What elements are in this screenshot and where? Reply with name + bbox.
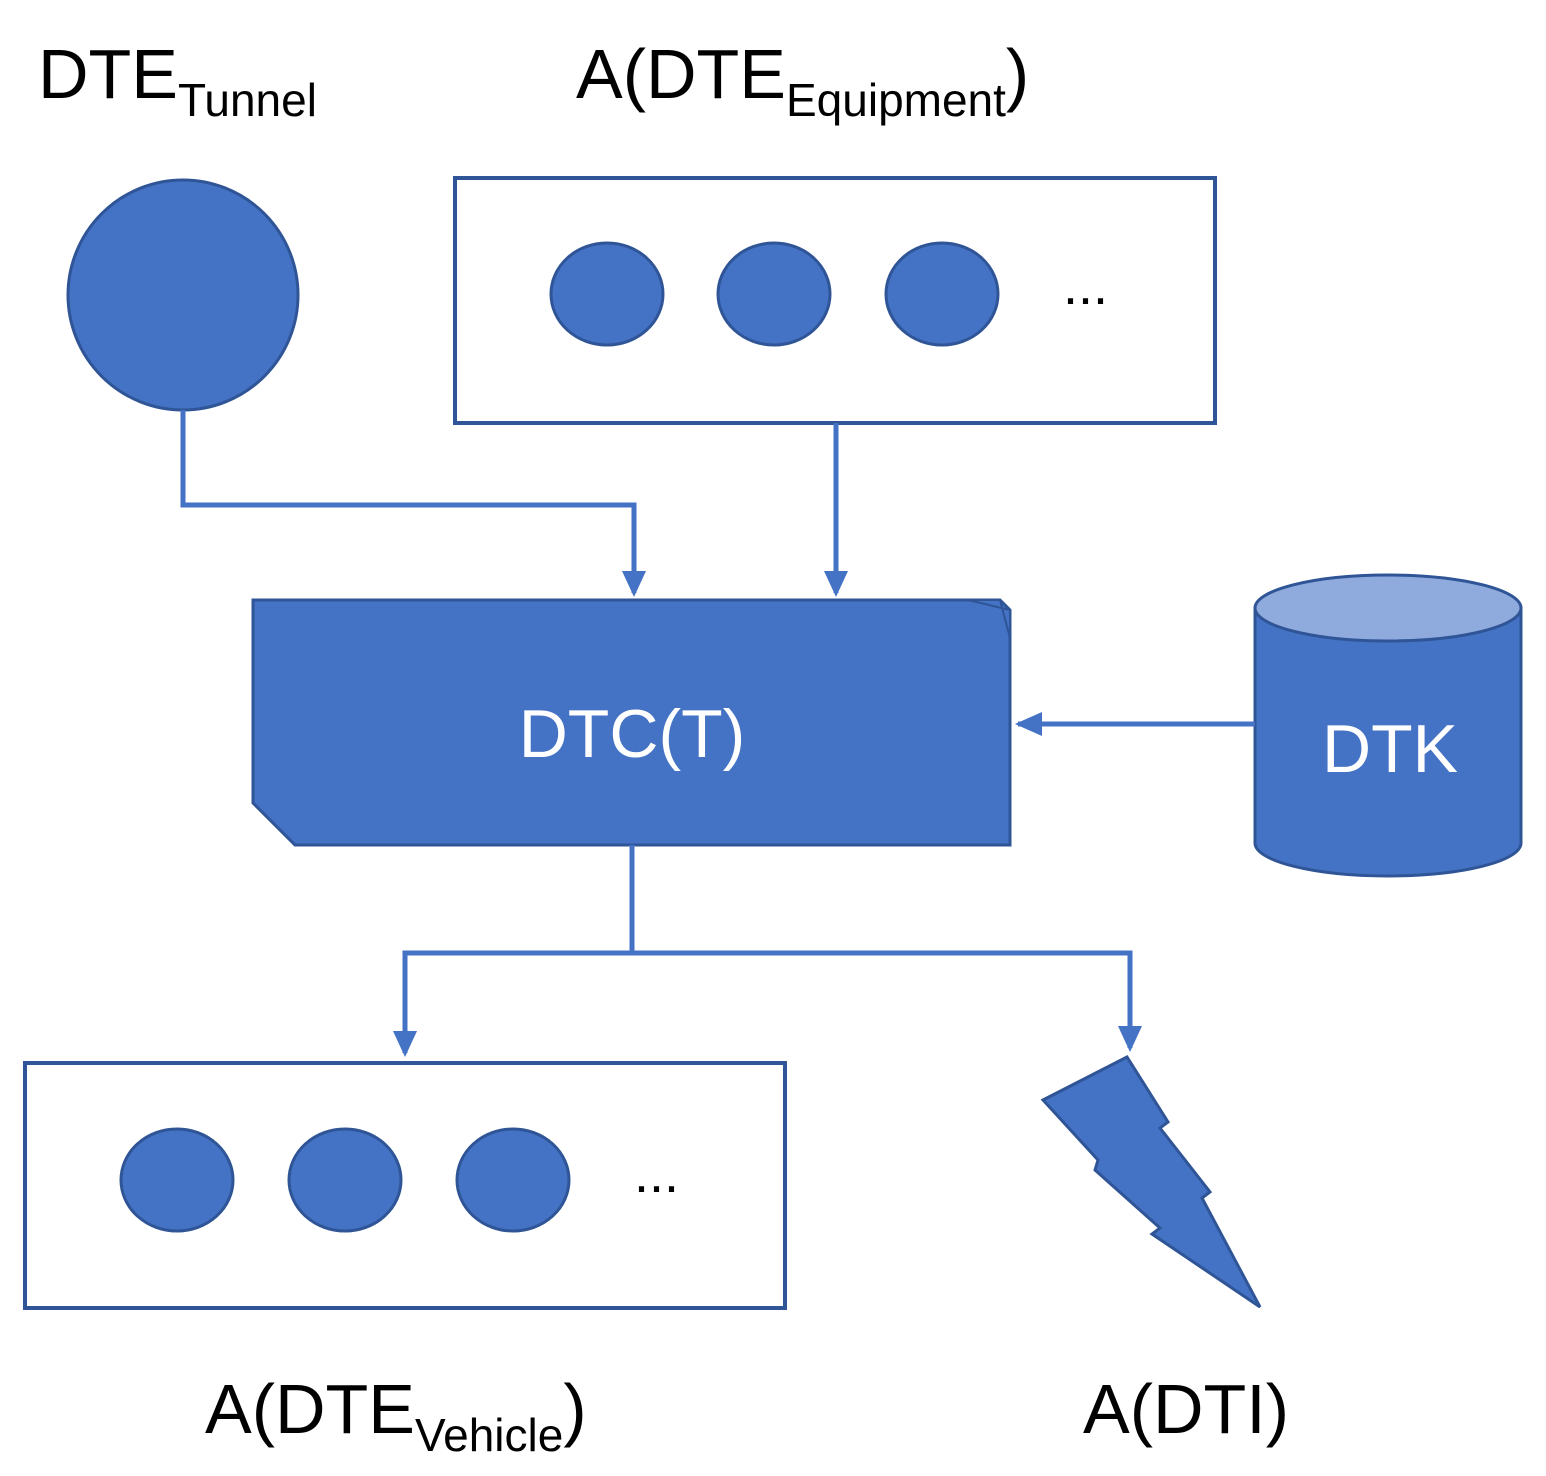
- arrowhead-dtc-to-vehicle: [393, 1031, 417, 1057]
- equipment-ellipsis: ...: [1063, 256, 1108, 316]
- dti-lightning-bolt: [1040, 1055, 1262, 1309]
- vehicle-label-subscript: Vehicle: [415, 1409, 563, 1461]
- equipment-node-2: [716, 241, 832, 347]
- vehicle-node-3: [455, 1127, 571, 1233]
- dti-label: A(DTI): [1083, 1370, 1289, 1448]
- dtc-corner-top-right: [967, 599, 1011, 639]
- arrowhead-equipment-to-dtc: [824, 571, 848, 597]
- equipment-label-prefix: A(DTE: [576, 35, 786, 113]
- equipment-label-subscript: Equipment: [786, 74, 1006, 126]
- connector-dtc-to-vehicle: [402, 950, 632, 1053]
- arrowhead-dtk-to-dtc: [1015, 712, 1042, 736]
- arrowhead-dtc-to-dti: [1118, 1026, 1142, 1052]
- dtk-cylinder-body: [1253, 606, 1523, 878]
- dtk-cylinder-top: [1253, 573, 1523, 643]
- vehicle-label-suffix: ): [563, 1370, 586, 1448]
- dtk-label: DTK: [1322, 711, 1458, 787]
- vehicle-node-1: [119, 1127, 235, 1233]
- dtc-label: DTC(T): [519, 696, 746, 772]
- equipment-label-suffix: ): [1006, 35, 1029, 113]
- equipment-label: A(DTEEquipment): [576, 35, 1029, 126]
- tunnel-label-main: DTE: [38, 35, 178, 113]
- equipment-node-1: [549, 241, 665, 347]
- vehicle-node-2: [287, 1127, 403, 1233]
- vehicle-label: A(DTEVehicle): [205, 1370, 587, 1461]
- connector-dtc-to-dti: [632, 950, 1133, 1048]
- vehicle-ellipsis: ...: [634, 1144, 679, 1204]
- tunnel-label: DTETunnel: [38, 35, 317, 126]
- equipment-node-3: [884, 241, 1000, 347]
- vehicle-label-prefix: A(DTE: [205, 1370, 415, 1448]
- vehicle-container: [23, 1061, 787, 1310]
- arrowhead-tunnel-to-dtc: [622, 571, 646, 597]
- connector-tunnel-to-dtc: [180, 410, 637, 593]
- tunnel-label-subscript: Tunnel: [178, 74, 317, 126]
- tunnel-entity-circle: [66, 178, 300, 412]
